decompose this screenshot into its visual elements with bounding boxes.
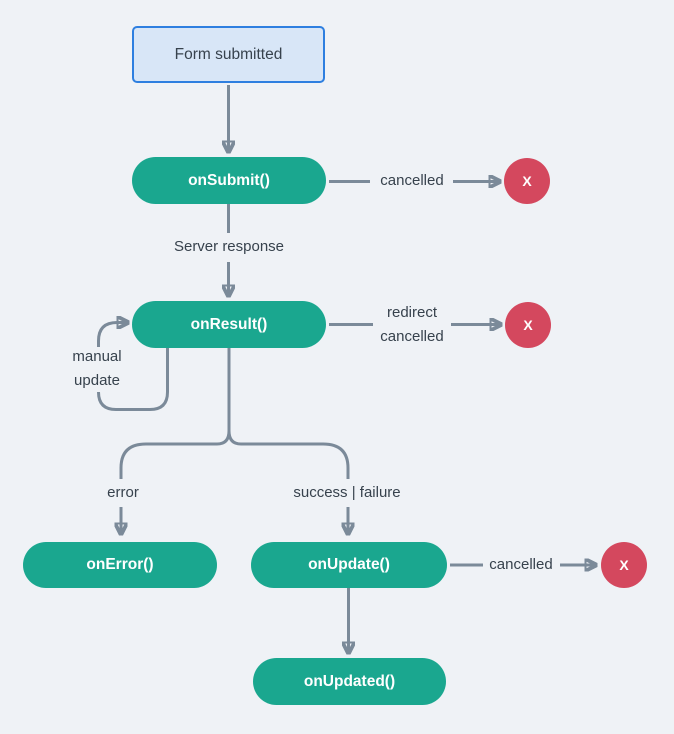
- label-error: error: [107, 484, 139, 501]
- label-server-response: Server response: [173, 238, 285, 255]
- edge-fork-right: [227, 430, 350, 479]
- terminal-x-label: X: [523, 317, 533, 333]
- edge-manual-loop-bottom: [97, 348, 169, 411]
- label-cancelled-submit: cancelled: [380, 172, 444, 189]
- terminal-x-cancelled-submit: X: [504, 158, 550, 204]
- node-onupdate-label: onUpdate(): [308, 556, 390, 573]
- node-onresult: onResult(): [132, 301, 326, 348]
- edge-fork-left: [119, 430, 231, 479]
- terminal-x-redirect-cancelled: X: [505, 302, 551, 348]
- node-onerror: onError(): [23, 542, 217, 588]
- node-onupdated-label: onUpdated(): [303, 672, 396, 690]
- label-redirect-cancelled: redirect cancelled: [380, 301, 443, 349]
- node-form-submitted: Form submitted: [132, 26, 325, 83]
- terminal-x-cancelled-update: X: [601, 542, 647, 588]
- label-manual-line1: manual: [72, 348, 122, 365]
- node-form-submitted-label: Form submitted: [174, 45, 283, 63]
- terminal-x-label: X: [522, 173, 532, 189]
- label-success-failure: success | failure: [293, 484, 401, 501]
- node-onsubmit-label: onSubmit(): [188, 171, 270, 189]
- label-cancelled-update: cancelled: [489, 556, 553, 573]
- terminal-x-label: X: [619, 557, 629, 573]
- label-redirect-line1: redirect: [386, 304, 438, 321]
- node-onsubmit: onSubmit(): [132, 157, 326, 204]
- label-manual-line2: update: [74, 372, 120, 389]
- node-onerror-label: onError(): [86, 556, 154, 573]
- node-onupdated: onUpdated(): [253, 658, 446, 705]
- node-onupdate: onUpdate(): [251, 542, 447, 588]
- label-manual-update: manual update: [72, 345, 121, 393]
- node-onresult-label: onResult(): [190, 315, 268, 333]
- label-redirect-line2: cancelled: [380, 328, 444, 345]
- edge-manual-loop-top: [97, 323, 129, 347]
